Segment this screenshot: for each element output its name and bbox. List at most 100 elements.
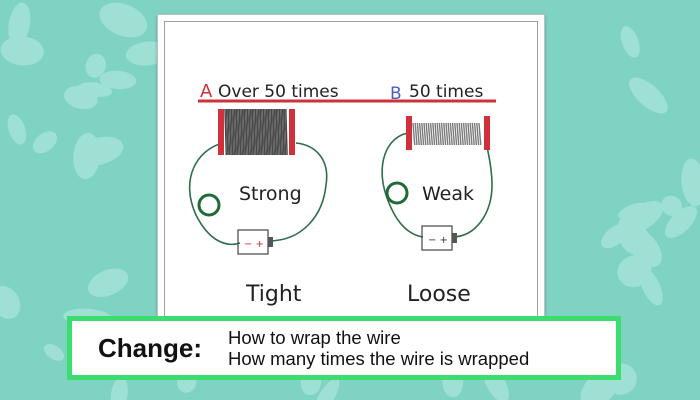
circuit-a-wire — [188, 142, 328, 246]
winding-stroke — [249, 108, 253, 156]
background-blob — [0, 36, 44, 66]
winding-stroke — [465, 122, 469, 146]
winding-stroke — [267, 108, 271, 156]
background-blob — [620, 26, 640, 58]
coil-a-label: Over 50 times — [218, 82, 339, 102]
winding-stroke — [238, 108, 242, 156]
background-blob — [111, 3, 125, 27]
winding-stroke — [469, 122, 473, 146]
winding-stroke — [456, 122, 460, 146]
winding-stroke — [283, 108, 287, 156]
winding-stroke — [225, 108, 229, 156]
winding-stroke — [425, 122, 429, 146]
winding-stroke — [237, 108, 240, 156]
caption-lines: How to wrap the wire How many times the … — [228, 327, 529, 369]
winding-stroke — [253, 108, 256, 156]
winding-stroke — [230, 108, 234, 156]
background-blob — [8, 2, 31, 46]
coil-b-compass-icon — [385, 181, 409, 205]
coil-a-winding — [224, 108, 288, 156]
electromagnet-diagram: A Over 50 times B 50 times − + Strong Ti… — [188, 81, 496, 307]
winding-stroke — [478, 122, 482, 146]
coil-a-end-right — [289, 109, 295, 155]
coil-a-compass-icon — [197, 193, 221, 217]
winding-stroke — [281, 108, 285, 156]
winding-stroke — [473, 122, 478, 146]
background-blob — [43, 343, 65, 361]
winding-stroke — [438, 122, 442, 146]
winding-stroke — [412, 122, 416, 146]
winding-stroke — [467, 122, 471, 146]
coil-b-end-right — [484, 116, 490, 150]
winding-stroke — [460, 122, 464, 146]
coil-b-label: 50 times — [409, 82, 483, 102]
winding-stroke — [421, 122, 425, 146]
coil-b-strength: Weak — [422, 183, 474, 205]
background-blob — [629, 77, 668, 114]
winding-stroke — [269, 108, 272, 156]
caption-label: Change: — [98, 332, 202, 363]
winding-stroke — [248, 108, 252, 156]
coil-b-winding — [412, 122, 482, 146]
drawing-paper: A Over 50 times B 50 times − + Strong Ti… — [157, 14, 545, 346]
coil-b-battery-tip — [452, 233, 457, 243]
winding-stroke — [278, 108, 282, 156]
background-blob — [74, 136, 124, 166]
winding-stroke — [445, 122, 449, 146]
winding-stroke — [285, 108, 288, 156]
winding-stroke — [275, 108, 279, 156]
winding-stroke — [270, 108, 274, 156]
winding-stroke — [418, 122, 423, 146]
coil-b-battery-sign: − + — [428, 235, 448, 246]
circuit-b: − + Weak Loose — [381, 116, 493, 307]
background-blob — [7, 114, 27, 145]
winding-stroke — [241, 108, 245, 156]
winding-stroke — [432, 122, 436, 146]
winding-stroke — [254, 108, 258, 156]
coil-a-end-left — [218, 109, 224, 155]
winding-stroke — [476, 122, 480, 146]
background-blob — [87, 268, 129, 298]
winding-stroke — [232, 108, 236, 156]
winding-stroke — [227, 108, 231, 156]
winding-stroke — [443, 122, 447, 146]
winding-stroke — [447, 122, 451, 146]
background-blob — [681, 158, 700, 207]
winding-stroke — [454, 122, 458, 146]
background-blob — [314, 378, 340, 400]
background-blob — [99, 70, 137, 90]
coil-a-winding-label: Tight — [245, 282, 302, 307]
background-blob — [32, 131, 58, 154]
winding-stroke — [235, 108, 239, 156]
background-blob — [0, 286, 21, 319]
winding-stroke — [233, 108, 237, 156]
winding-stroke — [273, 108, 277, 156]
background-blob — [110, 377, 128, 400]
coil-a-letter: A — [200, 81, 213, 102]
background-blob — [664, 205, 697, 239]
winding-stroke — [224, 108, 228, 156]
winding-stroke — [229, 108, 232, 156]
winding-stroke — [246, 108, 250, 156]
winding-stroke — [449, 122, 453, 146]
winding-stroke — [280, 108, 284, 156]
coil-a-strength: Strong — [239, 183, 302, 205]
winding-stroke — [434, 122, 438, 146]
winding-stroke — [436, 122, 440, 146]
coil-b-end-left — [406, 116, 412, 150]
winding-stroke — [458, 122, 462, 146]
winding-stroke — [462, 122, 467, 146]
background-blob — [626, 228, 662, 267]
winding-stroke — [277, 108, 280, 156]
winding-stroke — [243, 108, 247, 156]
winding-stroke — [416, 122, 420, 146]
winding-stroke — [451, 122, 456, 146]
winding-stroke — [262, 108, 266, 156]
winding-stroke — [429, 122, 434, 146]
background-blob — [661, 195, 682, 216]
coil-a-battery-sign: − + — [244, 239, 264, 250]
winding-stroke — [256, 108, 260, 156]
coil-b-winding-label: Loose — [407, 282, 471, 307]
coil-b-letter: B — [390, 84, 402, 104]
winding-stroke — [264, 108, 268, 156]
